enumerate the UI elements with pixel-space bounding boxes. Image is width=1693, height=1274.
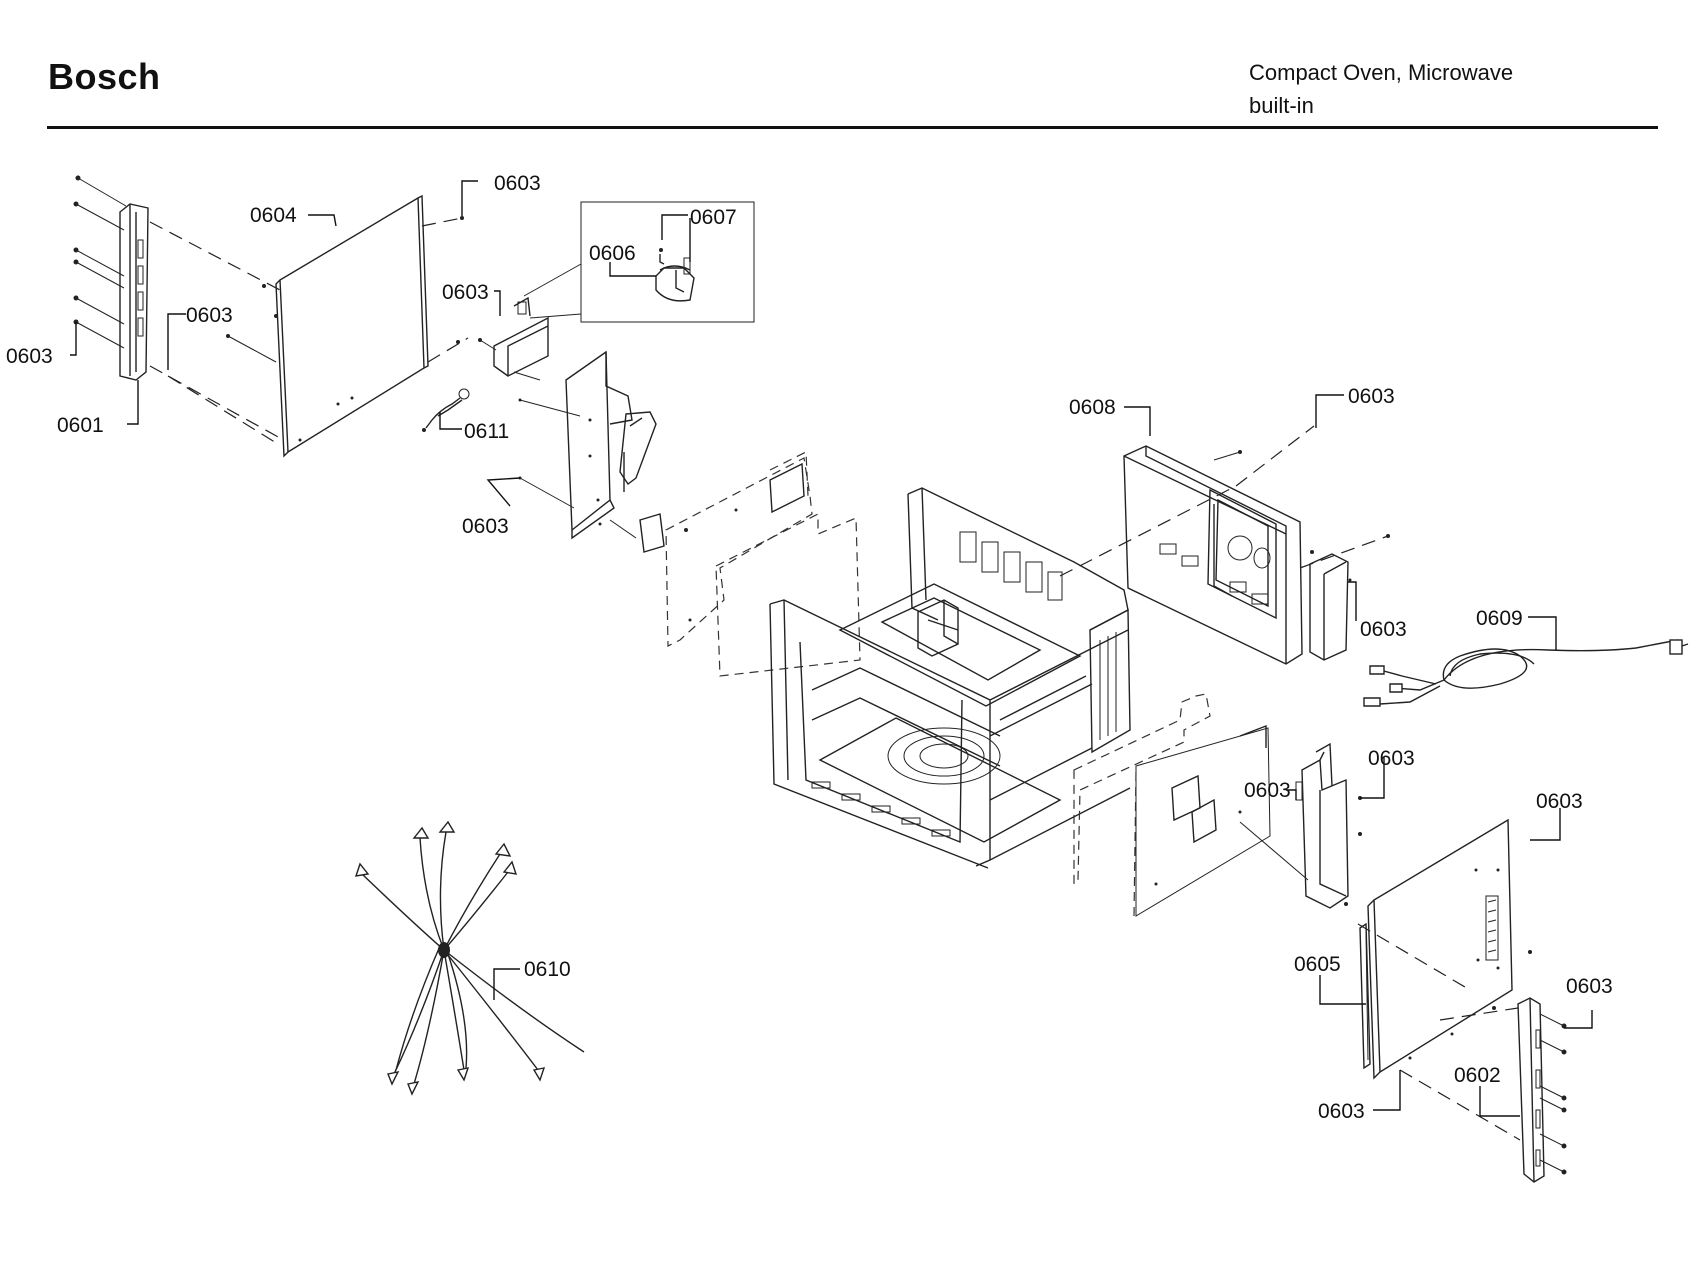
callout-0603-e: 0603 <box>462 515 509 538</box>
screws-0601 <box>73 175 127 349</box>
part-0602-right-rail <box>1517 997 1545 1183</box>
callout-0606: 0606 <box>589 242 636 265</box>
part-0605-strip <box>1359 922 1371 1070</box>
part-0610-wiring-harness <box>354 820 585 1096</box>
callout-0603-d: 0603 <box>442 281 489 304</box>
callout-0603-a: 0603 <box>6 345 53 368</box>
callout-0601: 0601 <box>57 414 104 437</box>
callout-0603-g: 0603 <box>1360 618 1407 641</box>
callout-labels: 0603 0601 0603 0604 0603 0603 0606 0607 … <box>6 172 1613 1123</box>
callout-0603-c: 0603 <box>494 172 541 195</box>
brand-title: Bosch <box>48 56 161 97</box>
part-0604-left-panel <box>226 194 429 458</box>
part-0609-power-cord <box>1363 639 1689 707</box>
callout-0607: 0607 <box>690 206 737 229</box>
model-description: Compact Oven, Microwave built-in <box>1249 56 1513 122</box>
part-center-bracket <box>518 350 665 553</box>
callout-0610: 0610 <box>524 958 571 981</box>
leader-lines <box>70 180 1593 1117</box>
dashed-panels-right <box>1073 693 1271 917</box>
callout-0603-l: 0603 <box>1318 1100 1365 1123</box>
inset-box-0606-0607 <box>580 201 755 323</box>
callout-0605: 0605 <box>1294 953 1341 976</box>
callout-0608: 0608 <box>1069 396 1116 419</box>
callout-0602: 0602 <box>1454 1064 1501 1087</box>
part-right-bracket <box>1295 742 1362 909</box>
callout-0609: 0609 <box>1476 607 1523 630</box>
part-0608-back-frame <box>1123 445 1303 665</box>
dashed-panels-left <box>665 451 861 677</box>
callout-0604: 0604 <box>250 204 297 227</box>
part-bracket-top <box>478 296 549 381</box>
callout-0603-h: 0603 <box>1368 747 1415 770</box>
callout-0603-k: 0603 <box>1566 975 1613 998</box>
part-0601-left-rail <box>119 203 149 381</box>
main-oven-cavity <box>769 487 1131 869</box>
callout-0603-f: 0603 <box>1348 385 1395 408</box>
part-0611-sensor <box>422 388 470 432</box>
model-line-2: built-in <box>1249 93 1314 118</box>
callout-0603-b: 0603 <box>186 304 233 327</box>
part-right-side-panel <box>1367 818 1532 1080</box>
screws-0602 <box>1539 1013 1567 1175</box>
header-rule <box>47 126 1658 129</box>
callout-0603-i: 0603 <box>1244 779 1291 802</box>
model-line-1: Compact Oven, Microwave <box>1249 60 1514 85</box>
part-side-cover-0608 <box>1309 550 1352 661</box>
callout-0603-j: 0603 <box>1536 790 1583 813</box>
callout-0611: 0611 <box>464 420 509 443</box>
